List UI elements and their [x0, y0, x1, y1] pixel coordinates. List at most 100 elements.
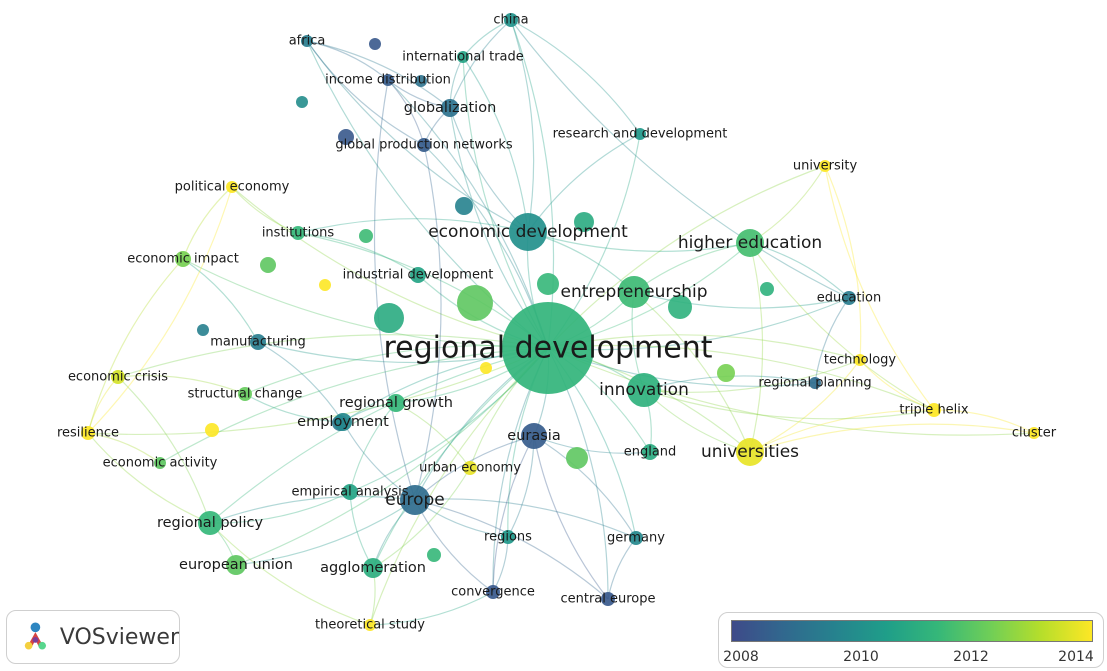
- node-label-economic-impact[interactable]: economic impact: [127, 252, 239, 267]
- node-label-political-economy[interactable]: political economy: [175, 180, 290, 195]
- node-regional-planning[interactable]: [809, 377, 821, 389]
- node-economic-crisis[interactable]: [111, 370, 125, 384]
- node-higher-education[interactable]: [736, 229, 764, 257]
- node-industrial-development[interactable]: [410, 267, 426, 283]
- unlabeled-node[interactable]: [260, 257, 276, 273]
- unlabeled-node[interactable]: [717, 364, 735, 382]
- node-agglomeration[interactable]: [363, 558, 383, 578]
- node-label-regional-development[interactable]: regional development: [383, 331, 712, 366]
- node-entrepreneurship[interactable]: [618, 276, 650, 308]
- node-label-economic-development[interactable]: economic development: [428, 222, 628, 242]
- node-label-regional-policy[interactable]: regional policy: [157, 515, 263, 531]
- node-label-technology[interactable]: technology: [824, 353, 896, 368]
- node-label-income-distribution[interactable]: income distribution: [325, 73, 451, 88]
- unlabeled-node[interactable]: [574, 212, 594, 232]
- node-label-europe[interactable]: europe: [385, 490, 445, 510]
- node-label-universities[interactable]: universities: [701, 442, 799, 462]
- unlabeled-node[interactable]: [338, 129, 354, 145]
- node-convergence[interactable]: [486, 585, 500, 599]
- node-england[interactable]: [642, 444, 658, 460]
- unlabeled-node[interactable]: [197, 324, 209, 336]
- node-research-and-development[interactable]: [634, 128, 646, 140]
- node-international-trade[interactable]: [457, 51, 469, 63]
- node-label-entrepreneurship[interactable]: entrepreneurship: [561, 282, 708, 302]
- node-label-institutions[interactable]: institutions: [262, 226, 335, 241]
- node-label-industrial-development[interactable]: industrial development: [343, 268, 494, 283]
- node-regional-policy[interactable]: [198, 511, 222, 535]
- node-economic-development[interactable]: [509, 213, 547, 251]
- unlabeled-node[interactable]: [537, 273, 559, 295]
- node-innovation[interactable]: [627, 373, 661, 407]
- node-central-europe[interactable]: [601, 592, 615, 606]
- node-employment[interactable]: [334, 413, 352, 431]
- node-technology[interactable]: [854, 354, 866, 366]
- node-label-research-and-development[interactable]: research and development: [553, 127, 728, 142]
- node-germany[interactable]: [629, 531, 643, 545]
- node-universities[interactable]: [736, 438, 764, 466]
- node-label-european-union[interactable]: european union: [179, 557, 293, 573]
- node-label-education[interactable]: education: [817, 291, 882, 306]
- node-regional-development[interactable]: [502, 302, 594, 394]
- node-eurasia[interactable]: [521, 423, 547, 449]
- node-globalization[interactable]: [441, 99, 459, 117]
- node-label-economic-crisis[interactable]: economic crisis: [68, 370, 168, 385]
- unlabeled-node[interactable]: [205, 423, 219, 437]
- node-triple-helix[interactable]: [927, 403, 941, 417]
- node-institutions[interactable]: [291, 226, 305, 240]
- node-europe[interactable]: [400, 485, 430, 515]
- unlabeled-node[interactable]: [455, 197, 473, 215]
- node-theoretical-study[interactable]: [364, 619, 376, 631]
- node-label-eurasia[interactable]: eurasia: [507, 428, 560, 444]
- node-label-germany[interactable]: germany: [607, 531, 665, 546]
- node-label-global-production-networks[interactable]: global production networks: [335, 138, 513, 153]
- unlabeled-node[interactable]: [566, 447, 588, 469]
- unlabeled-node[interactable]: [319, 279, 331, 291]
- node-label-regions[interactable]: regions: [484, 530, 532, 545]
- node-label-africa[interactable]: africa: [289, 34, 326, 49]
- unlabeled-node[interactable]: [668, 295, 692, 319]
- node-regional-growth[interactable]: [387, 394, 405, 412]
- node-european-union[interactable]: [226, 555, 246, 575]
- node-label-university[interactable]: university: [793, 159, 858, 174]
- node-label-regional-growth[interactable]: regional growth: [339, 395, 453, 411]
- node-structural-change[interactable]: [238, 387, 252, 401]
- node-university[interactable]: [819, 160, 831, 172]
- node-political-economy[interactable]: [226, 181, 238, 193]
- node-label-higher-education[interactable]: higher education: [678, 233, 822, 253]
- node-regions[interactable]: [501, 530, 515, 544]
- node-label-china[interactable]: china: [493, 13, 528, 28]
- unlabeled-node[interactable]: [369, 38, 381, 50]
- node-label-triple-helix[interactable]: triple helix: [899, 403, 969, 418]
- node-label-central-europe[interactable]: central europe: [560, 592, 655, 607]
- node-resilience[interactable]: [81, 426, 95, 440]
- node-global-production-networks[interactable]: [417, 138, 431, 152]
- node-manufacturing[interactable]: [250, 334, 266, 350]
- node-label-convergence[interactable]: convergence: [451, 585, 535, 600]
- unlabeled-node[interactable]: [296, 96, 308, 108]
- unlabeled-node[interactable]: [359, 229, 373, 243]
- unlabeled-node[interactable]: [480, 362, 492, 374]
- node-label-structural-change[interactable]: structural change: [188, 387, 303, 402]
- node-africa[interactable]: [301, 35, 313, 47]
- node-label-manufacturing[interactable]: manufacturing: [210, 335, 306, 350]
- node-china[interactable]: [504, 13, 518, 27]
- unlabeled-node[interactable]: [374, 303, 404, 333]
- node-education[interactable]: [842, 291, 856, 305]
- node-economic-impact[interactable]: [175, 251, 191, 267]
- unlabeled-node[interactable]: [760, 282, 774, 296]
- node-economic-activity[interactable]: [154, 457, 166, 469]
- node-label-england[interactable]: england: [624, 445, 677, 460]
- node-income-distribution[interactable]: [382, 74, 394, 86]
- node-label-resilience[interactable]: resilience: [57, 426, 119, 441]
- node-label-regional-planning[interactable]: regional planning: [758, 376, 871, 391]
- node-label-international-trade[interactable]: international trade: [402, 50, 524, 65]
- node-label-economic-activity[interactable]: economic activity: [103, 456, 218, 471]
- node-label-cluster[interactable]: cluster: [1012, 426, 1057, 441]
- node-label-urban-economy[interactable]: urban economy: [419, 461, 521, 476]
- unlabeled-node[interactable]: [457, 285, 493, 321]
- node-label-innovation[interactable]: innovation: [599, 380, 689, 400]
- node-empirical-analysis[interactable]: [342, 484, 358, 500]
- node-cluster[interactable]: [1028, 427, 1040, 439]
